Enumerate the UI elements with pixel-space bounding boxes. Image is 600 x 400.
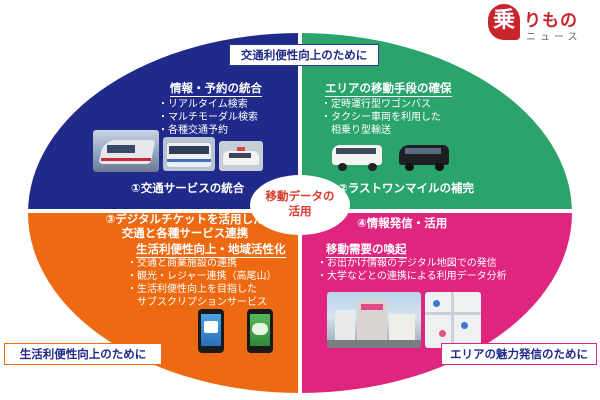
q3-subtitle: 生活利便性向上・地域活性化 bbox=[136, 242, 286, 258]
q1-list: ・リアルタイム検索 ・マルチモーダル検索 ・各種交通予約 bbox=[158, 98, 258, 137]
bus-photo bbox=[163, 137, 215, 171]
city-photo bbox=[327, 292, 421, 348]
q4-subtitle: 移動需要の喚起 bbox=[326, 242, 407, 258]
center-line-2: 活用 bbox=[288, 204, 312, 218]
q1-item: ・各種交通予約 bbox=[158, 125, 228, 136]
top-label: 交通利便性向上のために bbox=[229, 44, 379, 66]
q3-item: ・交通と商業施設の連携 bbox=[127, 258, 237, 269]
q3-item: サブスクリプションサービス bbox=[127, 297, 267, 308]
site-logo: 乗 りもの ニュース bbox=[488, 4, 596, 43]
q1-item: ・リアルタイム検索 bbox=[158, 99, 248, 110]
q4-item: ・お出かけ情報のデジタル地図での発信 bbox=[317, 258, 497, 269]
smartphone-icon bbox=[198, 309, 224, 353]
digital-map-image bbox=[425, 292, 481, 348]
q1-item: ・マルチモーダル検索 bbox=[158, 112, 258, 123]
center-ellipse bbox=[250, 175, 350, 235]
q2-item: ・定時運行型ワゴンバス bbox=[321, 99, 431, 110]
center-label: 移動データの 活用 bbox=[252, 189, 348, 219]
q2-item: 相乗り型輸送 bbox=[321, 125, 391, 136]
q3-list: ・交通と商業施設の連携 ・観光・レジャー連携（高尾山） ・生活利便性向上を目指し… bbox=[127, 257, 277, 309]
q4-title: ④情報発信・活用 bbox=[357, 216, 448, 230]
q3-title-line-1: ③デジタルチケットを活用した bbox=[105, 212, 265, 226]
q2-title: エリアの移動手段の確保 bbox=[325, 81, 452, 97]
bottom-left-label: 生活利便性向上のために bbox=[4, 343, 162, 365]
logo-subtitle: ニュース bbox=[526, 32, 582, 43]
q3-title-line-2: 交通と各種サービス連携 bbox=[121, 226, 249, 240]
q1-title: 情報・予約の統合 bbox=[170, 81, 262, 97]
bottom-right-label: エリアの魅力発信のために bbox=[441, 343, 597, 365]
q2-caption: ②ラストワンマイルの補完 bbox=[338, 181, 475, 195]
minivan-photo bbox=[399, 141, 451, 171]
q4-item: ・大学などとの連携による利用データ分析 bbox=[317, 271, 507, 282]
q1-caption: ①交通サービスの統合 bbox=[131, 181, 245, 195]
smartphone-icon bbox=[247, 309, 273, 353]
logo-title: りもの bbox=[524, 11, 578, 31]
train-photo bbox=[93, 130, 159, 172]
wagon-bus-photo bbox=[332, 141, 384, 171]
q3-item: ・観光・レジャー連携（高尾山） bbox=[127, 271, 277, 282]
q3-item: ・生活利便性向上を目指した bbox=[127, 284, 257, 295]
center-line-1: 移動データの bbox=[265, 189, 335, 203]
logo-mark: 乗 bbox=[488, 4, 520, 40]
taxi-photo bbox=[219, 141, 263, 171]
q4-list: ・お出かけ情報のデジタル地図での発信 ・大学などとの連携による利用データ分析 bbox=[317, 257, 507, 283]
q2-item: ・タクシー車両を利用した bbox=[321, 112, 441, 123]
q3-title: ③デジタルチケットを活用した 交通と各種サービス連携 bbox=[90, 212, 280, 240]
q2-list: ・定時運行型ワゴンバス ・タクシー車両を利用した 相乗り型輸送 bbox=[321, 98, 441, 137]
